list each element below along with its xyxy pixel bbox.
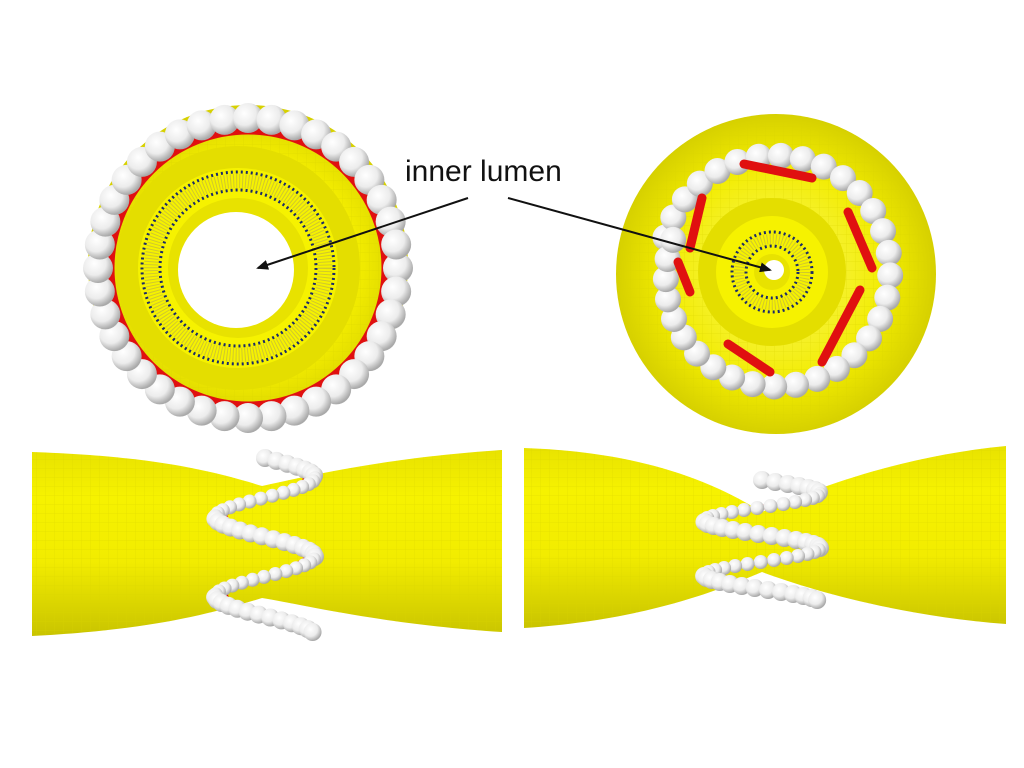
bead — [767, 142, 794, 169]
bead — [268, 567, 283, 581]
bead — [661, 306, 688, 333]
bead — [846, 180, 873, 207]
bead — [856, 325, 883, 352]
panel-end-on-mild — [83, 103, 413, 433]
bead — [739, 371, 766, 398]
arrow-to-right-lumen — [507, 197, 772, 273]
arrow-to-left-lumen — [256, 197, 469, 270]
bead — [90, 299, 121, 330]
bead — [256, 401, 287, 432]
panel-end-on-strong — [616, 114, 936, 434]
bead — [749, 525, 768, 543]
bead — [877, 262, 904, 289]
bead — [186, 110, 217, 141]
bead — [750, 501, 765, 515]
bead — [804, 365, 831, 392]
bead — [256, 569, 271, 584]
bead — [383, 253, 413, 283]
bead — [245, 572, 260, 587]
bead — [84, 276, 115, 307]
bead — [867, 305, 894, 332]
bead — [779, 551, 794, 565]
bead — [782, 371, 809, 398]
filament-segment — [723, 339, 775, 377]
panel-side-strong — [524, 446, 1006, 628]
bead — [874, 284, 901, 311]
bead — [303, 623, 322, 641]
bead — [724, 505, 739, 519]
filament-segment — [843, 207, 877, 273]
bead — [381, 229, 412, 260]
bead — [841, 342, 868, 369]
filament-segment — [685, 193, 707, 253]
lipid-tails — [144, 174, 332, 362]
lipid-ring-outer — [730, 230, 814, 314]
bead — [279, 564, 294, 579]
filament-segment — [673, 257, 695, 297]
lipid-ring-outer — [140, 170, 336, 366]
bead — [767, 553, 782, 567]
bead — [776, 497, 791, 511]
filament-segment — [817, 285, 865, 367]
bead — [265, 488, 280, 503]
bead — [740, 557, 755, 571]
helical-filament — [695, 471, 829, 609]
bead — [753, 471, 771, 489]
bead — [83, 253, 113, 283]
bead — [753, 555, 768, 569]
bead — [276, 485, 291, 500]
filament-spiral — [673, 159, 877, 377]
bead — [728, 559, 743, 573]
bead — [652, 266, 679, 293]
bead — [875, 239, 902, 266]
inner-lumen-left — [178, 212, 294, 328]
bead — [660, 226, 687, 253]
bead — [375, 206, 406, 237]
bead — [870, 218, 897, 245]
bead — [704, 158, 731, 185]
bead — [860, 197, 887, 224]
bead — [745, 579, 764, 597]
bead-ring — [83, 103, 413, 433]
filament-segment — [739, 159, 817, 183]
bead — [823, 355, 850, 382]
bead — [808, 591, 827, 609]
inner-lumen-annotation: inner lumen — [256, 155, 772, 273]
bead — [737, 503, 752, 517]
bead — [788, 495, 803, 509]
bead — [791, 549, 806, 563]
helical-filament — [206, 449, 324, 641]
bead — [789, 146, 816, 173]
bead — [256, 104, 287, 135]
bead — [233, 103, 263, 133]
lipid-ring-inner — [744, 244, 800, 300]
bead — [233, 403, 263, 433]
bead — [209, 401, 240, 432]
lipid-ring-inner — [158, 188, 318, 348]
bead — [253, 491, 268, 506]
lipid-tails — [734, 234, 810, 310]
bead — [84, 229, 115, 260]
bead — [209, 104, 240, 135]
annotation-label: inner lumen — [405, 155, 562, 188]
bead — [761, 373, 788, 400]
bead — [829, 165, 856, 192]
bead — [763, 499, 778, 513]
panel-side-mild — [32, 449, 502, 641]
bead — [654, 286, 681, 313]
bead — [279, 395, 310, 426]
bead — [381, 276, 412, 307]
bead — [810, 153, 837, 180]
